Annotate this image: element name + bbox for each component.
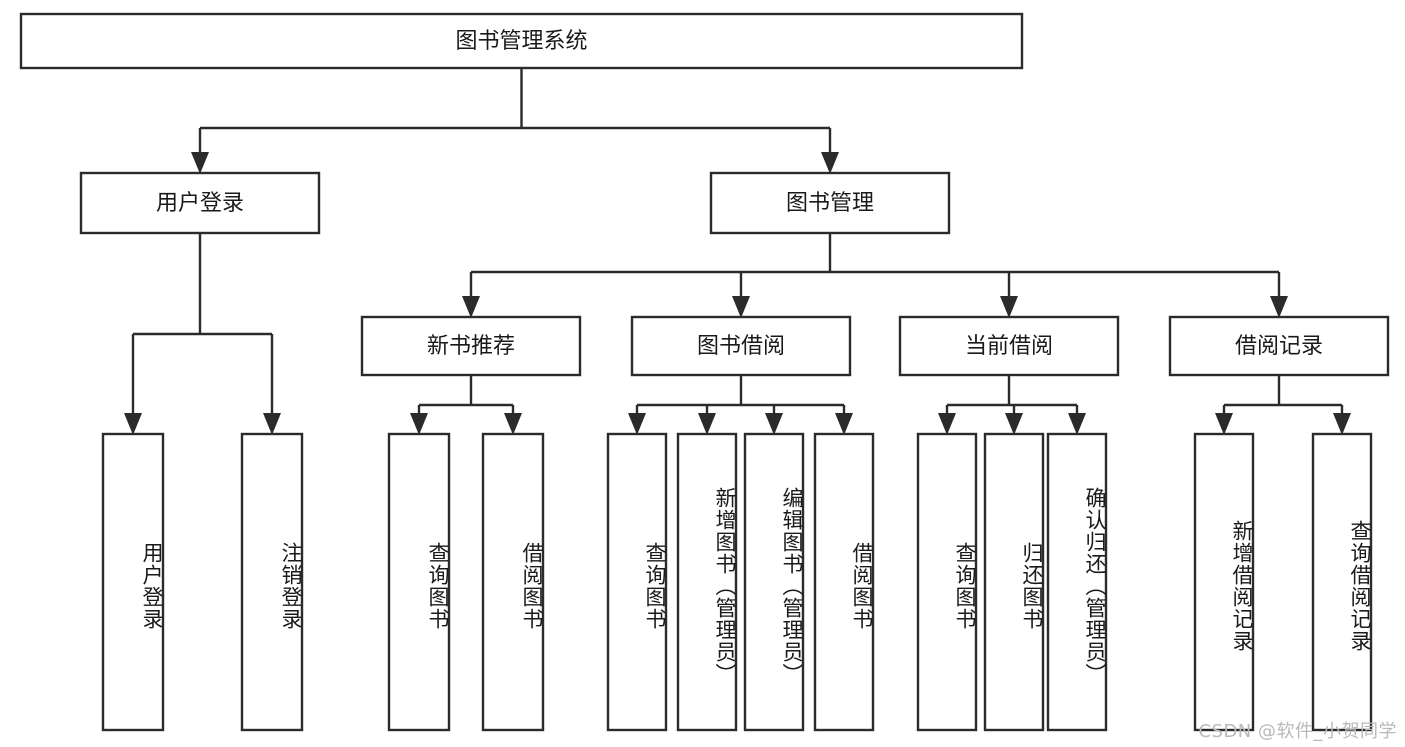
arrow-head-icon <box>504 413 522 435</box>
leaf-leaf-logout-label: 注销登录 <box>279 542 303 630</box>
arrow-head-icon <box>191 152 209 174</box>
leaf-leaf-add-record-box[interactable] <box>1193 432 1255 732</box>
arrow-head-icon <box>263 413 281 435</box>
leaf-leaf-query-book-2-label: 查询图书 <box>643 542 667 630</box>
node-user-login-label: 用户登录 <box>156 191 244 216</box>
leaf-leaf-return-book-box[interactable] <box>983 432 1045 732</box>
leaf-leaf-query-book-1-box[interactable] <box>387 432 451 732</box>
arrow-head-icon <box>462 296 480 318</box>
leaf-leaf-borrow-book-1-box[interactable] <box>481 432 545 732</box>
leaf-leaf-edit-book-admin-label: 编辑图书（管理员） <box>780 487 804 685</box>
arrow-head-icon <box>1000 296 1018 318</box>
node-root-label: 图书管理系统 <box>455 29 587 54</box>
leaf-leaf-user-login-box[interactable] <box>101 432 165 732</box>
node-book-management-box[interactable] <box>709 171 951 235</box>
leaf-leaf-query-book-3-box[interactable] <box>916 432 978 732</box>
node-book-borrow-label: 图书借阅 <box>697 334 785 359</box>
leaf-leaf-add-book-admin-box[interactable] <box>676 432 738 732</box>
node-new-book-recommend-label: 新书推荐 <box>427 334 515 359</box>
node-borrow-record-box[interactable] <box>1168 315 1390 377</box>
leaf-leaf-query-book-3-label: 查询图书 <box>953 542 977 630</box>
arrow-head-icon <box>732 296 750 318</box>
connectors-layer <box>124 68 1351 435</box>
leaf-leaf-query-book-2-box[interactable] <box>606 432 668 732</box>
leaf-leaf-user-login-label: 用户登录 <box>140 542 164 630</box>
node-current-borrow-label: 当前借阅 <box>965 334 1053 359</box>
arrow-head-icon <box>1215 413 1233 435</box>
arrow-head-icon <box>1068 413 1086 435</box>
leaf-leaf-borrow-book-1-label: 借阅图书 <box>520 542 544 630</box>
arrow-head-icon <box>124 413 142 435</box>
arrow-head-icon <box>765 413 783 435</box>
arrow-head-icon <box>938 413 956 435</box>
leaf-leaf-add-record-label: 新增借阅记录 <box>1230 520 1254 652</box>
node-user-login-box[interactable] <box>79 171 321 235</box>
leaf-leaf-add-book-admin-label: 新增图书（管理员） <box>713 487 737 685</box>
node-book-borrow-box[interactable] <box>630 315 852 377</box>
arrow-head-icon <box>628 413 646 435</box>
arrow-head-icon <box>410 413 428 435</box>
leaf-leaf-logout-box[interactable] <box>240 432 304 732</box>
node-new-book-recommend-box[interactable] <box>360 315 582 377</box>
leaf-leaf-confirm-return-label: 确认归还（管理员） <box>1083 487 1107 685</box>
leaf-leaf-borrow-book-2-box[interactable] <box>813 432 875 732</box>
arrow-head-icon <box>698 413 716 435</box>
node-book-management-label: 图书管理 <box>786 191 874 216</box>
arrow-head-icon <box>1270 296 1288 318</box>
node-current-borrow-box[interactable] <box>898 315 1120 377</box>
leaf-leaf-query-book-1-label: 查询图书 <box>426 542 450 630</box>
boxes-layer <box>19 12 1390 732</box>
leaf-leaf-borrow-book-2-label: 借阅图书 <box>850 542 874 630</box>
leaf-leaf-query-record-label: 查询借阅记录 <box>1348 520 1372 652</box>
leaf-leaf-return-book-label: 归还图书 <box>1020 542 1044 630</box>
watermark-text: CSDN @软件_小贺同学 <box>1198 721 1397 742</box>
arrow-head-icon <box>1005 413 1023 435</box>
node-borrow-record-label: 借阅记录 <box>1235 334 1323 359</box>
leaf-leaf-query-record-box[interactable] <box>1311 432 1373 732</box>
node-root-box[interactable] <box>19 12 1024 70</box>
leaf-leaf-edit-book-admin-box[interactable] <box>743 432 805 732</box>
leaf-leaf-confirm-return-box[interactable] <box>1046 432 1108 732</box>
arrow-head-icon <box>821 152 839 174</box>
arrow-head-icon <box>835 413 853 435</box>
arrow-head-icon <box>1333 413 1351 435</box>
